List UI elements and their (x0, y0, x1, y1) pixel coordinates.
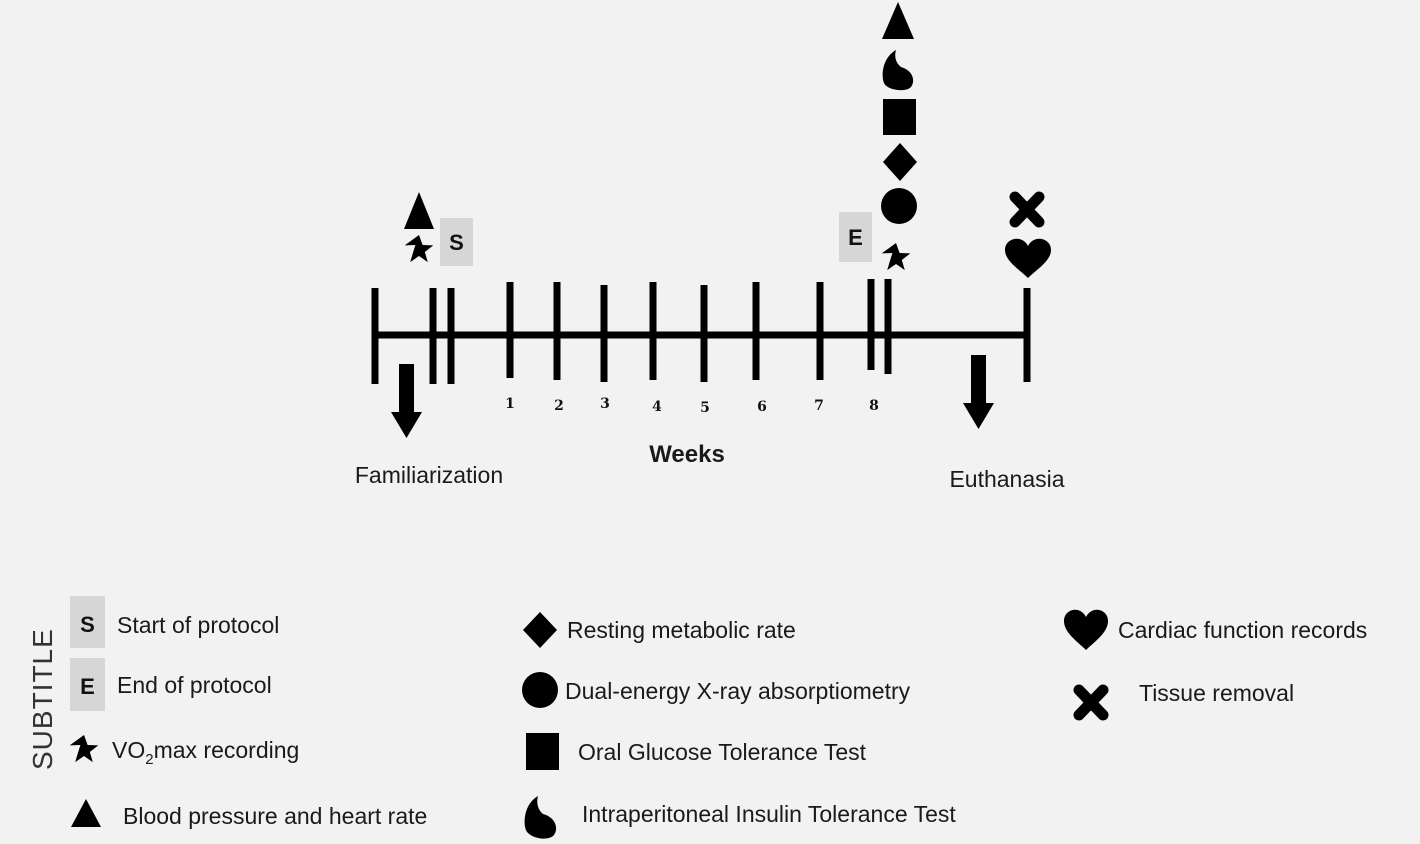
legend-start-text: Start of protocol (117, 612, 279, 638)
end-marker-box (839, 212, 872, 262)
week-label: 6 (757, 399, 767, 415)
triangle-icon (882, 2, 914, 39)
legend-dexa-text: Dual-energy X-ray absorptiometry (565, 678, 911, 704)
week-label: 2 (554, 398, 564, 414)
star-icon (404, 235, 434, 263)
week-label: 3 (600, 396, 610, 412)
start-marker-letter: S (449, 230, 464, 255)
circle-icon (881, 188, 917, 224)
end-measures-stack (881, 2, 917, 271)
legend-vo2-suffix: max recording (154, 737, 300, 763)
diamond-icon (523, 612, 557, 648)
triangle-icon (404, 192, 434, 229)
legend-tissue-text: Tissue removal (1139, 680, 1294, 706)
legend-cardiac-text: Cardiac function records (1118, 617, 1367, 643)
legend-iitt-text: Intraperitoneal Insulin Tolerance Test (582, 801, 956, 827)
star-icon (881, 243, 911, 271)
week-label: 5 (700, 400, 710, 416)
week-label: 4 (652, 399, 662, 415)
week-label: 8 (869, 398, 879, 414)
square-icon (883, 99, 916, 135)
legend-bp-text: Blood pressure and heart rate (123, 803, 427, 829)
square-icon (526, 733, 559, 770)
legend-vo2-prefix: VO (112, 737, 145, 763)
legend-end-box (70, 658, 105, 711)
star-icon (69, 735, 99, 763)
weeks-title: Weeks (649, 441, 725, 468)
down-arrow-icon (963, 355, 994, 429)
legend-end-text: End of protocol (117, 672, 272, 698)
week-label: 1 (505, 396, 515, 412)
legend-ogtt-text: Oral Glucose Tolerance Test (578, 739, 867, 765)
legend-vo2-sub: 2 (145, 751, 153, 768)
timeline (371, 279, 1031, 384)
drop-icon (882, 50, 914, 91)
start-marker-box (440, 218, 473, 266)
legend-start-letter: S (80, 612, 95, 637)
legend-rmr-text: Resting metabolic rate (567, 617, 796, 643)
circle-icon (522, 672, 558, 708)
heart-icon (1005, 238, 1051, 278)
triangle-icon (71, 799, 101, 827)
heart-icon (1064, 609, 1108, 650)
legend-end-letter: E (80, 674, 95, 699)
euthanasia-label: Euthanasia (949, 466, 1064, 492)
legend-start-box (70, 596, 105, 648)
x-icon (1009, 191, 1045, 228)
end-marker-letter: E (848, 225, 863, 250)
drop-icon (524, 796, 557, 839)
familiarization-label: Familiarization (355, 462, 503, 488)
legend-vo2-text: VO2max recording (112, 737, 299, 768)
x-icon (1073, 684, 1109, 721)
diamond-icon (883, 143, 917, 181)
down-arrow-icon (391, 364, 422, 438)
week-label: 7 (814, 398, 824, 414)
week-labels: 1 2 3 4 5 6 7 8 (505, 396, 879, 416)
